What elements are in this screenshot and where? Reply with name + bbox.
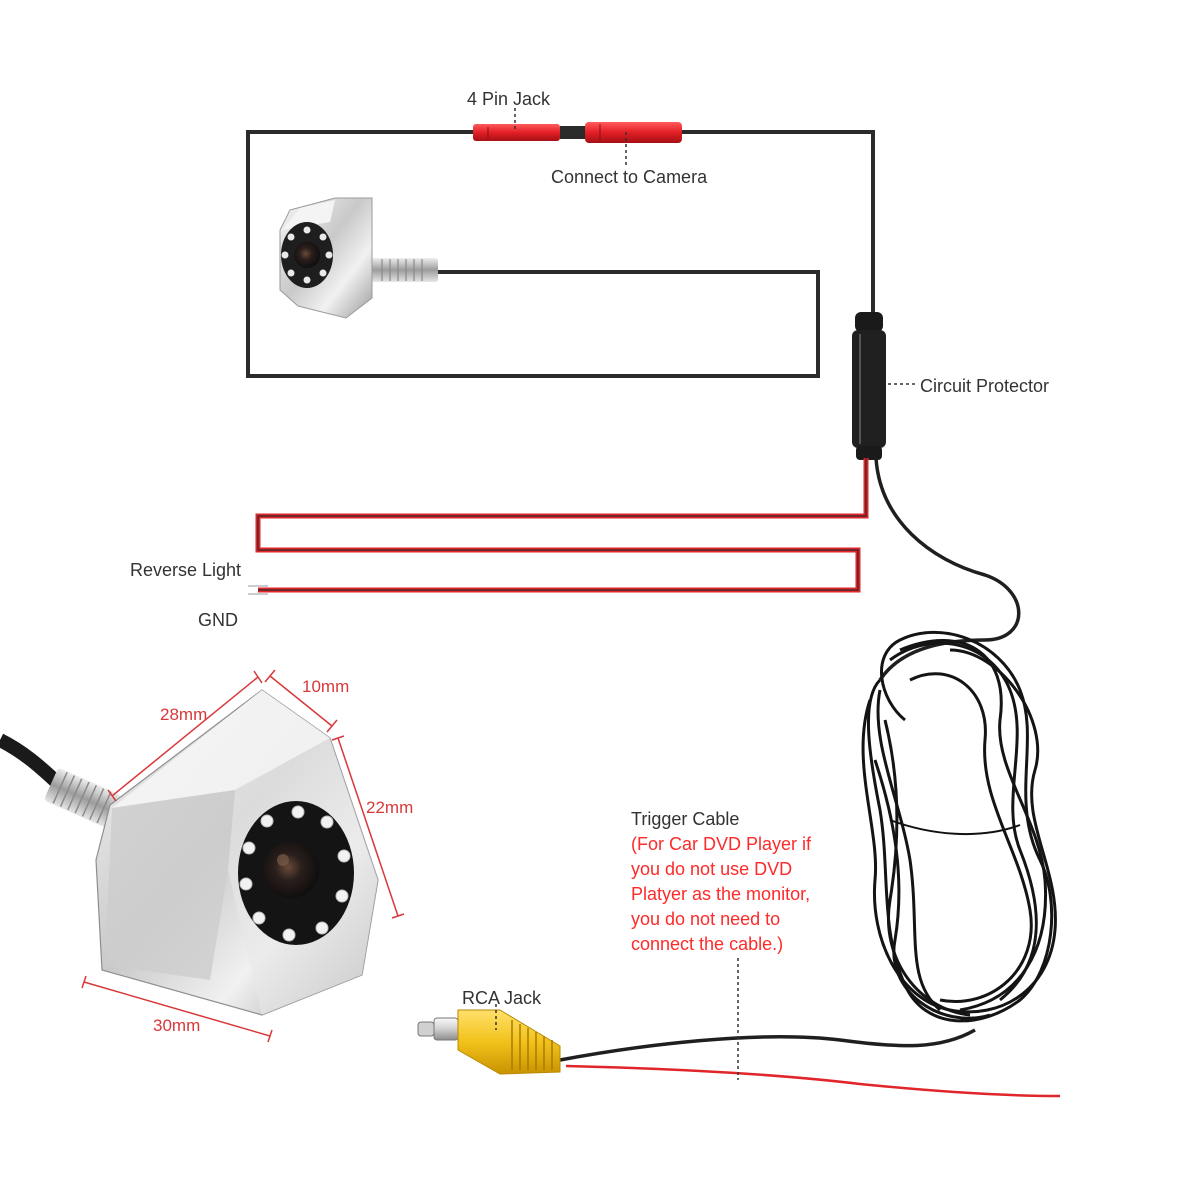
coil-tie	[889, 819, 1021, 836]
dimension-height-label: 22mm	[366, 798, 414, 817]
video-cable	[874, 457, 1021, 681]
trigger-note-line: (For Car DVD Player if	[631, 834, 812, 854]
circuit-protector	[852, 312, 916, 460]
trigger-note-line: you do not need to	[631, 909, 781, 929]
dimension-lines	[81, 669, 405, 1043]
reverse-light-label: Reverse Light	[130, 560, 242, 580]
gnd-label: GND	[198, 610, 238, 630]
connect-to-camera-label: Connect to Camera	[551, 167, 708, 187]
four-pin-jack-connector	[473, 108, 682, 166]
small-camera-illustration	[279, 197, 438, 319]
dimension-depth-label: 28mm	[160, 705, 208, 724]
cable-coil	[861, 630, 1057, 1023]
rca-jack	[417, 1004, 561, 1075]
rca-jack-label: RCA Jack	[462, 988, 542, 1008]
camera-cable-loop	[246, 130, 875, 378]
rca-cable	[559, 958, 1061, 1098]
trigger-note-line: Platyer as the monitor,	[631, 884, 811, 904]
power-wire-loop	[248, 458, 869, 595]
four-pin-jack-label: 4 Pin Jack	[467, 89, 551, 109]
large-camera-illustration	[0, 689, 379, 1016]
trigger-note-line: you do not use DVD	[631, 859, 793, 879]
dimension-width-label: 30mm	[153, 1016, 201, 1035]
trigger-note-line: connect the cable.)	[631, 934, 784, 954]
dimension-top-label: 10mm	[302, 677, 350, 696]
circuit-protector-label: Circuit Protector	[920, 376, 1050, 396]
trigger-cable-label: Trigger Cable	[631, 809, 740, 829]
trigger-cable-note: (For Car DVD Player if you do not use DV…	[631, 832, 811, 957]
